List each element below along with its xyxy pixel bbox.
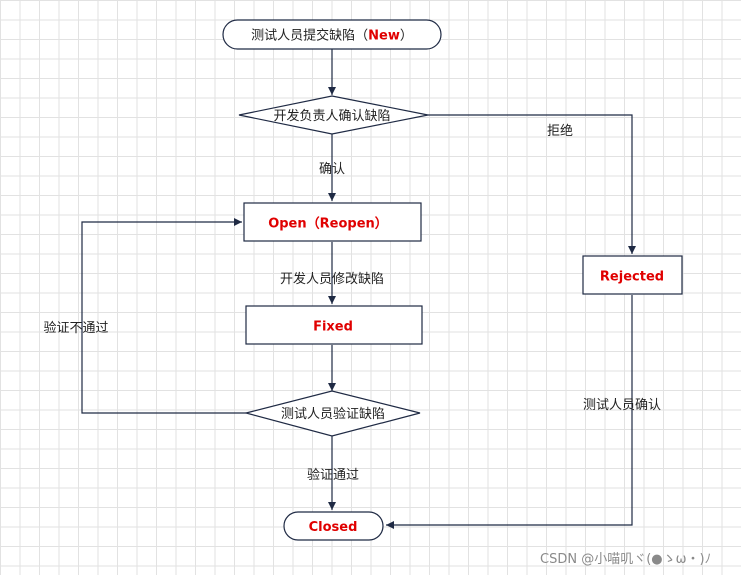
edge-label-verify-pass: 验证通过 — [307, 467, 359, 483]
edge-label-dev-fix: 开发人员修改缺陷 — [280, 271, 384, 287]
node-open-shape — [243, 202, 422, 242]
node-dev-confirm-shape — [238, 95, 429, 135]
edge-rejected-to-closed — [386, 295, 633, 529]
node-submit-suffix: ） — [400, 29, 413, 44]
node-dev-confirm-label: 开发负责人确认缺陷 — [273, 108, 390, 124]
edge-verify-to-open-fail — [81, 218, 246, 414]
svg-text:测试人员提交缺陷（New）: 测试人员提交缺陷（New） — [251, 28, 413, 44]
edge-label-reject: 拒绝 — [547, 123, 573, 139]
node-closed-shape — [283, 511, 384, 541]
node-fixed: Fixed — [245, 305, 423, 345]
node-fixed-label: Fixed — [313, 320, 353, 335]
node-submit-defect: 测试人员提交缺陷（New） — [222, 19, 442, 50]
node-rejected-label: Rejected — [600, 270, 664, 285]
node-fixed-shape — [245, 305, 423, 345]
node-open-state: Open — [268, 217, 306, 232]
edge-confirm-to-rejected — [428, 114, 636, 254]
node-tester-verify-label: 测试人员验证缺陷 — [281, 406, 385, 422]
node-dev-confirm: 开发负责人确认缺陷 — [238, 95, 429, 135]
watermark: CSDN @小喵叽ヾ(●ゝω・)ﾉ — [540, 552, 712, 567]
edge-label-confirm: 确认 — [319, 162, 345, 177]
edges — [81, 49, 636, 529]
node-rejected-shape — [582, 255, 683, 295]
node-tester-verify: 测试人员验证缺陷 — [243, 390, 421, 437]
node-closed: Closed — [283, 511, 384, 541]
node-rejected: Rejected — [582, 255, 683, 295]
node-open: Open（Reopen） — [243, 202, 422, 242]
node-open-suffix: （Reopen） — [307, 216, 388, 232]
edge-label-tester-confirm: 测试人员确认 — [583, 398, 661, 413]
node-submit-state: New — [368, 29, 400, 44]
svg-text:Open（Reopen）: Open（Reopen） — [268, 216, 388, 232]
node-tester-verify-shape — [243, 390, 421, 437]
node-submit-prefix: 测试人员提交缺陷（ — [251, 28, 368, 44]
edge-label-verify-fail: 验证不通过 — [43, 320, 108, 336]
node-closed-label: Closed — [309, 520, 358, 535]
node-submit-shape — [222, 19, 442, 50]
